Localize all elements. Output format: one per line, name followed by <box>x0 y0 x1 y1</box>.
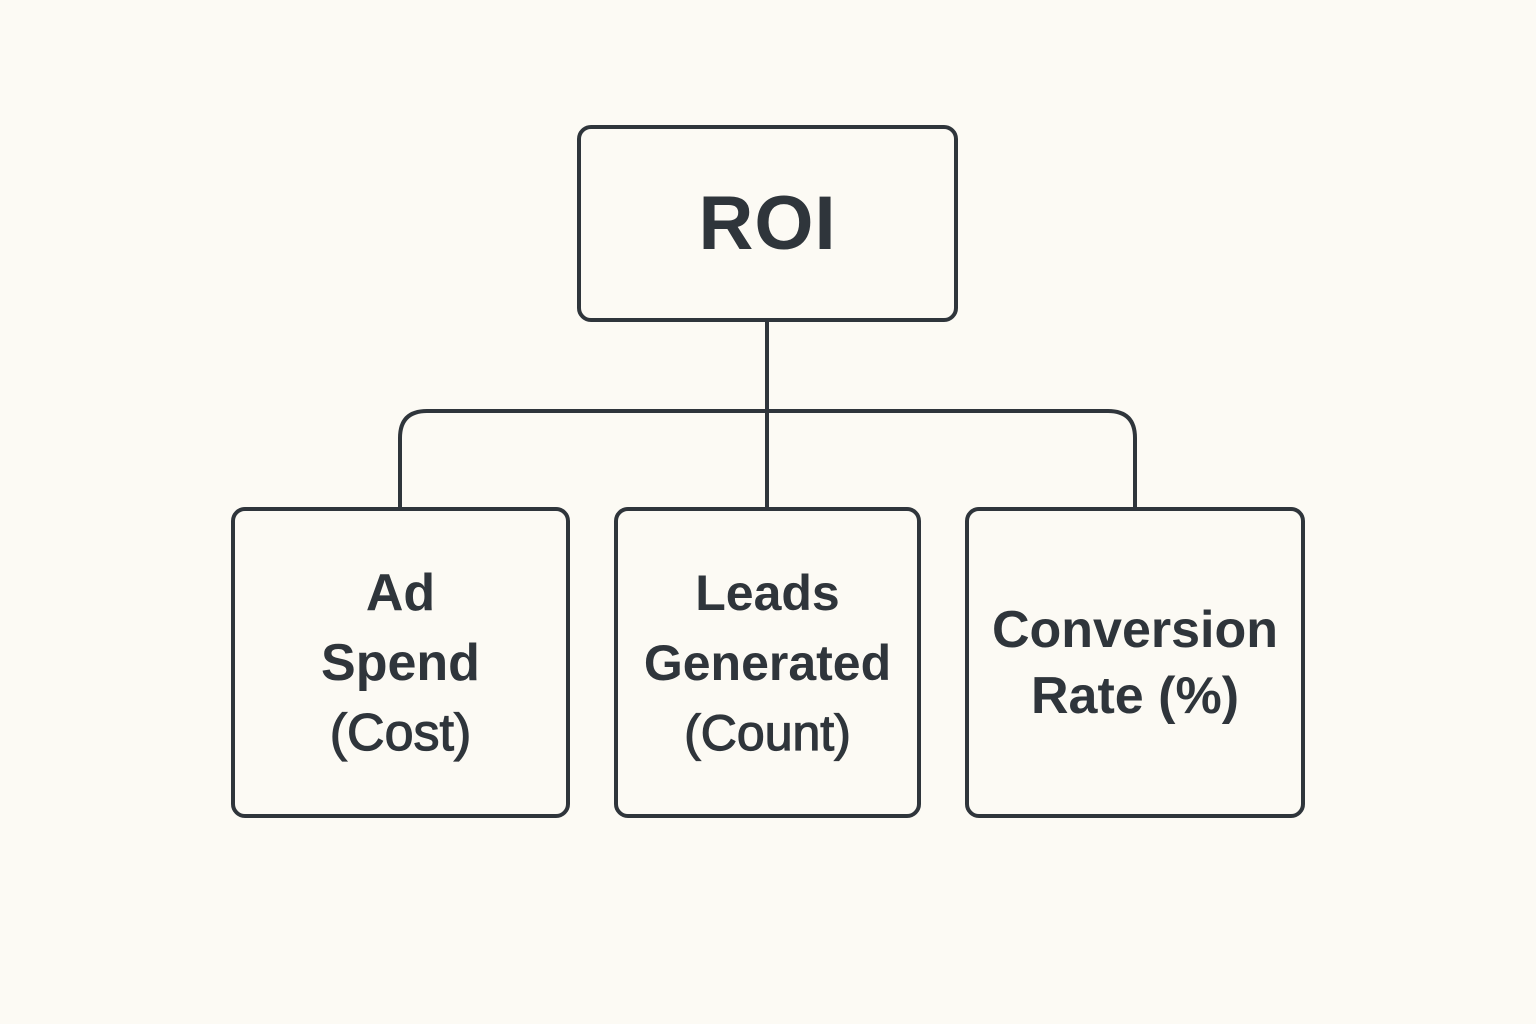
leads-generated-node: Leads Generated (Count) <box>614 507 921 818</box>
conversion-rate-label-line-1: Conversion <box>991 600 1279 659</box>
ad-spend-label-line-2: Spend <box>321 633 480 692</box>
roi-node-label: ROI <box>698 181 837 266</box>
ad-spend-node: Ad Spend (Cost) <box>231 507 570 818</box>
leads-generated-label-line-3: (Count) <box>684 704 852 761</box>
conversion-rate-node: Conversion Rate (%) <box>965 507 1305 818</box>
conversion-rate-label-line-2: Rate (%) <box>1030 666 1240 725</box>
ad-spend-label-line-3: (Cost) <box>329 703 472 762</box>
leads-generated-label-line-2: Generated <box>643 634 892 691</box>
roi-node: ROI <box>577 125 958 322</box>
ad-spend-label-line-1: Ad <box>365 563 436 622</box>
leads-generated-label-line-1: Leads <box>695 564 840 621</box>
connector-horizontal-bus <box>398 409 1137 510</box>
